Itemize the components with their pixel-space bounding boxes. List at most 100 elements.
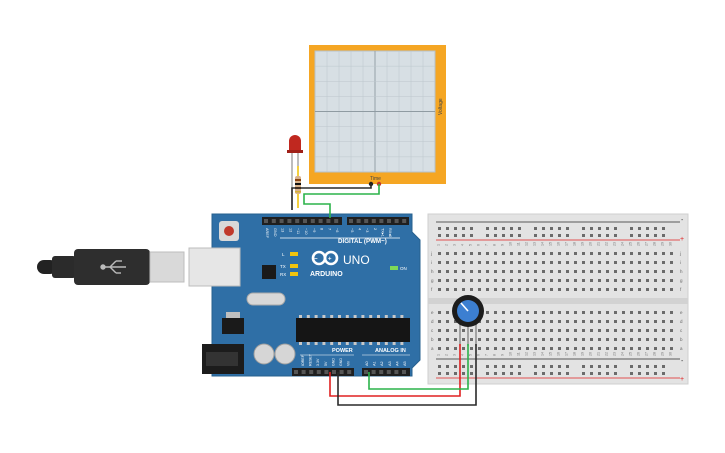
digital-pin-hole[interactable] <box>402 219 407 223</box>
terminal-hole[interactable] <box>654 338 657 341</box>
terminal-hole[interactable] <box>534 279 537 282</box>
terminal-hole[interactable] <box>462 270 465 273</box>
terminal-hole[interactable] <box>622 329 625 332</box>
terminal-hole[interactable] <box>494 288 497 291</box>
terminal-hole[interactable] <box>534 329 537 332</box>
terminal-hole[interactable] <box>478 261 481 264</box>
rail-hole[interactable] <box>598 227 601 230</box>
terminal-hole[interactable] <box>502 311 505 314</box>
terminal-hole[interactable] <box>638 338 641 341</box>
rail-hole[interactable] <box>470 234 473 237</box>
rail-hole[interactable] <box>446 365 449 368</box>
rail-hole[interactable] <box>662 234 665 237</box>
terminal-hole[interactable] <box>510 347 513 350</box>
terminal-hole[interactable] <box>646 252 649 255</box>
rail-hole[interactable] <box>598 365 601 368</box>
terminal-hole[interactable] <box>454 270 457 273</box>
terminal-hole[interactable] <box>566 270 569 273</box>
terminal-hole[interactable] <box>574 261 577 264</box>
terminal-hole[interactable] <box>542 252 545 255</box>
terminal-hole[interactable] <box>542 270 545 273</box>
terminal-hole[interactable] <box>446 338 449 341</box>
terminal-hole[interactable] <box>582 320 585 323</box>
rail-hole[interactable] <box>502 234 505 237</box>
terminal-hole[interactable] <box>614 252 617 255</box>
terminal-hole[interactable] <box>550 311 553 314</box>
rail-hole[interactable] <box>630 227 633 230</box>
terminal-hole[interactable] <box>558 338 561 341</box>
terminal-hole[interactable] <box>582 261 585 264</box>
rail-hole[interactable] <box>550 372 553 375</box>
wire-scope-green[interactable] <box>303 184 380 218</box>
terminal-hole[interactable] <box>510 320 513 323</box>
power-pin-hole[interactable] <box>316 370 321 374</box>
terminal-hole[interactable] <box>454 347 457 350</box>
terminal-hole[interactable] <box>526 320 529 323</box>
terminal-hole[interactable] <box>590 311 593 314</box>
rail-hole[interactable] <box>662 227 665 230</box>
terminal-hole[interactable] <box>470 270 473 273</box>
rail-hole[interactable] <box>542 372 545 375</box>
wire-a0-green[interactable] <box>368 344 469 390</box>
terminal-hole[interactable] <box>654 311 657 314</box>
terminal-hole[interactable] <box>574 347 577 350</box>
rail-hole[interactable] <box>598 234 601 237</box>
terminal-hole[interactable] <box>454 288 457 291</box>
terminal-hole[interactable] <box>574 320 577 323</box>
rail-hole[interactable] <box>558 372 561 375</box>
terminal-hole[interactable] <box>582 288 585 291</box>
terminal-hole[interactable] <box>462 261 465 264</box>
terminal-hole[interactable] <box>574 288 577 291</box>
rail-hole[interactable] <box>542 365 545 368</box>
terminal-hole[interactable] <box>630 320 633 323</box>
terminal-hole[interactable] <box>630 347 633 350</box>
rail-hole[interactable] <box>630 372 633 375</box>
terminal-hole[interactable] <box>670 261 673 264</box>
terminal-hole[interactable] <box>670 270 673 273</box>
terminal-hole[interactable] <box>582 252 585 255</box>
terminal-hole[interactable] <box>494 329 497 332</box>
rail-hole[interactable] <box>662 372 665 375</box>
terminal-hole[interactable] <box>462 252 465 255</box>
terminal-hole[interactable] <box>654 279 657 282</box>
rail-hole[interactable] <box>646 372 649 375</box>
terminal-hole[interactable] <box>614 347 617 350</box>
terminal-hole[interactable] <box>470 338 473 341</box>
terminal-hole[interactable] <box>446 329 449 332</box>
terminal-hole[interactable] <box>662 279 665 282</box>
terminal-hole[interactable] <box>446 270 449 273</box>
terminal-hole[interactable] <box>606 252 609 255</box>
terminal-hole[interactable] <box>606 338 609 341</box>
rail-hole[interactable] <box>438 227 441 230</box>
terminal-hole[interactable] <box>542 329 545 332</box>
terminal-hole[interactable] <box>574 338 577 341</box>
terminal-hole[interactable] <box>654 288 657 291</box>
rail-hole[interactable] <box>606 234 609 237</box>
rail-hole[interactable] <box>446 372 449 375</box>
terminal-hole[interactable] <box>590 329 593 332</box>
terminal-hole[interactable] <box>502 270 505 273</box>
rail-hole[interactable] <box>558 365 561 368</box>
rail-hole[interactable] <box>462 227 465 230</box>
rail-hole[interactable] <box>646 234 649 237</box>
terminal-hole[interactable] <box>542 338 545 341</box>
terminal-hole[interactable] <box>574 329 577 332</box>
resistor[interactable] <box>295 166 301 208</box>
rail-hole[interactable] <box>606 372 609 375</box>
rail-hole[interactable] <box>486 372 489 375</box>
terminal-hole[interactable] <box>518 311 521 314</box>
terminal-hole[interactable] <box>622 338 625 341</box>
terminal-hole[interactable] <box>438 329 441 332</box>
rail-hole[interactable] <box>638 372 641 375</box>
rail-hole[interactable] <box>534 227 537 230</box>
terminal-hole[interactable] <box>542 347 545 350</box>
rail-hole[interactable] <box>486 234 489 237</box>
terminal-hole[interactable] <box>590 288 593 291</box>
rail-hole[interactable] <box>566 234 569 237</box>
rail-hole[interactable] <box>654 227 657 230</box>
terminal-hole[interactable] <box>470 279 473 282</box>
terminal-hole[interactable] <box>502 320 505 323</box>
rail-hole[interactable] <box>510 365 513 368</box>
terminal-hole[interactable] <box>454 338 457 341</box>
